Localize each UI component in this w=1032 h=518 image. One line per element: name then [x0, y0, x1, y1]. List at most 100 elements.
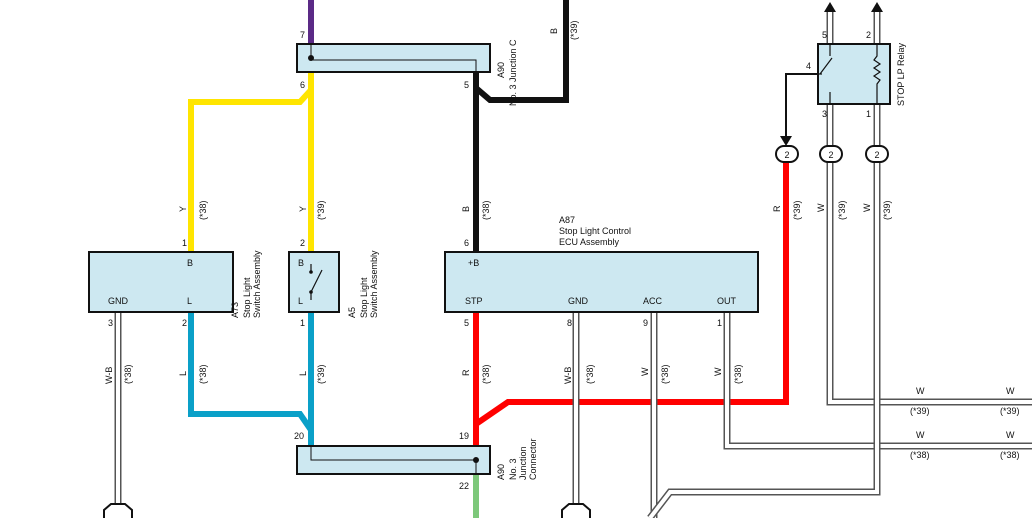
- switch-a73-name: Stop Light: [242, 277, 252, 318]
- wire-note: (*38): [1000, 450, 1020, 460]
- pin-number: 1: [182, 238, 187, 248]
- wire-label: Y: [298, 206, 308, 212]
- terminal-label: ACC: [643, 296, 663, 306]
- ecu-box: [444, 251, 759, 313]
- wire-label: W: [1006, 386, 1015, 396]
- wire-label: W: [713, 367, 723, 376]
- wire-label: W: [1006, 430, 1015, 440]
- wire-label: W-B: [104, 367, 114, 384]
- junction-top-bus: [310, 44, 477, 72]
- pin-number: 1: [300, 318, 305, 328]
- wire-note: (*39): [882, 200, 892, 220]
- pin-number: 3: [822, 109, 827, 119]
- terminal-label: B: [298, 258, 304, 268]
- terminal-label: STP: [465, 296, 483, 306]
- junction-bottom-name: No. 3: [508, 458, 518, 480]
- ecu-id: A87: [559, 215, 575, 225]
- switch-a5-name: Switch Assembly: [369, 250, 379, 318]
- pin-number: 1: [866, 109, 871, 119]
- junction-bottom-name: Junction: [518, 446, 528, 480]
- wire-red-out: [474, 162, 789, 427]
- arrow-up-icon: [824, 2, 836, 12]
- wire-note: (*38): [910, 450, 930, 460]
- arrow-icon: [780, 136, 792, 146]
- wire-label: L: [178, 371, 188, 376]
- wire-note: (*38): [660, 364, 670, 384]
- wire-label: W: [640, 367, 650, 376]
- junction-dot: [308, 55, 314, 61]
- junction-top-box: [296, 43, 491, 73]
- junction-top-name: No. 3 Junction C: [508, 39, 518, 106]
- wire-note: (*38): [481, 364, 491, 384]
- pin-number: 20: [294, 431, 304, 441]
- svg-text:2: 2: [874, 150, 879, 160]
- pin-number: 8: [567, 318, 572, 328]
- terminal-label: GND: [108, 296, 129, 306]
- wire-note: (*39): [1000, 406, 1020, 416]
- pin-number: 22: [459, 481, 469, 491]
- svg-text:2: 2: [828, 150, 833, 160]
- pin-number: 5: [464, 80, 469, 90]
- relay-contact: [819, 57, 833, 75]
- pin-number: 3: [108, 318, 113, 328]
- connector-2: 2: [865, 145, 889, 163]
- wire-label: R: [772, 205, 782, 212]
- pin-number: 7: [300, 30, 305, 40]
- wire-label: W-B: [563, 367, 573, 384]
- wire-note: (*38): [733, 364, 743, 384]
- junction-bottom-id: A90: [496, 464, 506, 480]
- relay-box: [817, 43, 891, 105]
- pin-number: 1: [717, 318, 722, 328]
- wire-note: (*39): [910, 406, 930, 416]
- svg-text:2: 2: [784, 150, 789, 160]
- wire-label: W: [816, 203, 826, 212]
- terminal-label: +B: [468, 258, 479, 268]
- wire-label: B: [461, 206, 471, 212]
- junction-bottom-name: Connector: [528, 438, 538, 480]
- arrow-up-icon: [871, 2, 883, 12]
- ground-icon: [561, 503, 591, 518]
- pin-number: 6: [300, 80, 305, 90]
- connector-2: 2: [775, 145, 799, 163]
- terminal-label: L: [298, 296, 303, 306]
- ground-icon: [103, 503, 133, 518]
- junction-top-id: A90: [496, 62, 506, 78]
- ecu-name: Stop Light Control: [559, 226, 631, 236]
- wire-note: (*39): [316, 200, 326, 220]
- switch-a73-box: [88, 251, 234, 313]
- switch-a5-id: A5: [347, 307, 357, 318]
- pin-number: 2: [300, 238, 305, 248]
- pin-number: 19: [459, 431, 469, 441]
- terminal-label: B: [187, 258, 193, 268]
- wire-note: (*38): [123, 364, 133, 384]
- wire-note: (*38): [585, 364, 595, 384]
- wire-relay-pin4: [785, 73, 818, 140]
- wire-note: (*39): [569, 20, 579, 40]
- pin-number: 4: [806, 61, 811, 71]
- pin-number: 5: [822, 30, 827, 40]
- wire-label: L: [298, 371, 308, 376]
- wire-note: (*38): [198, 200, 208, 220]
- wire-label: W: [862, 203, 872, 212]
- junction-dot: [473, 457, 479, 463]
- wire-label: R: [461, 369, 471, 376]
- relay-coil-icon: [872, 44, 882, 104]
- pin-number: 5: [464, 318, 469, 328]
- terminal-label: GND: [568, 296, 589, 306]
- relay-name: STOP LP Relay: [896, 42, 906, 106]
- junction-bottom-bus: [310, 446, 477, 474]
- wire-note: (*38): [481, 200, 491, 220]
- switch-a5-name: Stop Light: [359, 277, 369, 318]
- pin-number: 9: [643, 318, 648, 328]
- pin-number: 2: [866, 30, 871, 40]
- wire-note: (*38): [198, 364, 208, 384]
- pin-number: 2: [182, 318, 187, 328]
- wire-yellow-a73: [188, 72, 314, 252]
- pin-number: 6: [464, 238, 469, 248]
- wire-note: (*39): [792, 200, 802, 220]
- wire-black-b: [474, 0, 569, 103]
- wire-label: B: [549, 28, 559, 34]
- wire-note: (*39): [316, 364, 326, 384]
- switch-a73-id: A73: [230, 302, 240, 318]
- switch-blade: [310, 269, 323, 293]
